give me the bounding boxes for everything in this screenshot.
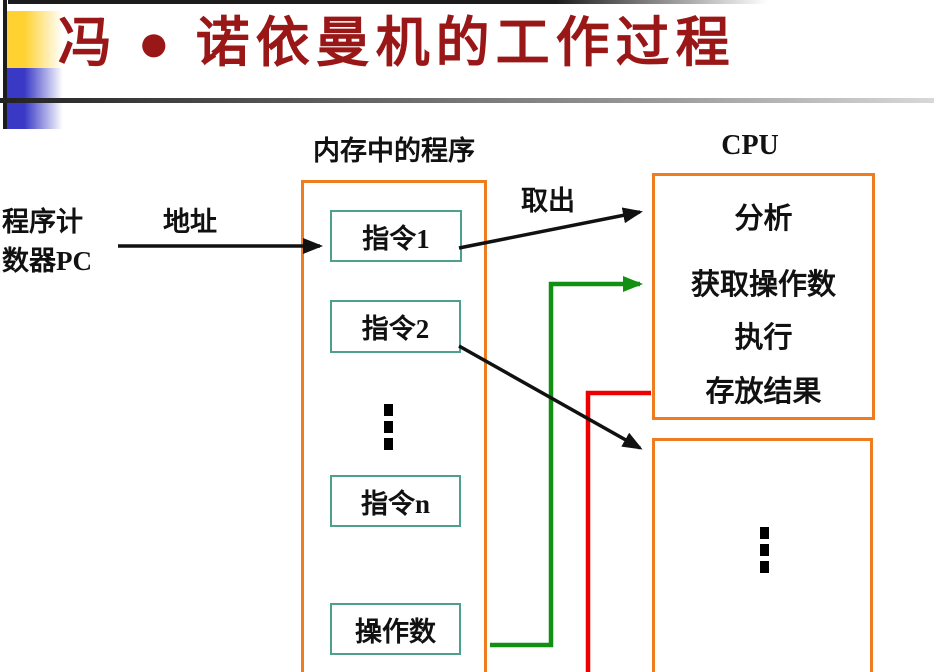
instruction-n-cell: 指令n — [330, 475, 461, 527]
memory-vertical-ellipsis-icon — [384, 404, 393, 450]
operand-fetch-arrow — [490, 276, 643, 648]
instruction-1-cell: 指令1 — [330, 210, 462, 262]
address-arrow-label: 地址 — [163, 207, 217, 237]
slide-title: 冯 ● 诺依曼机的工作过程 — [58, 13, 736, 73]
left-edge-line — [3, 0, 7, 129]
result-vertical-ellipsis-icon — [760, 527, 769, 573]
operand-cell: 操作数 — [330, 603, 461, 655]
cpu-step-analyze: 分析 — [734, 203, 793, 235]
cpu-step-execute: 执行 — [734, 322, 793, 354]
pc-counter-line2: 数器PC — [2, 246, 92, 277]
pc-counter-line1: 程序计 — [2, 207, 83, 237]
title-divider-line — [0, 98, 934, 103]
fetch-arrow-label: 取出 — [521, 186, 575, 216]
cpu-title-label: CPU — [721, 130, 779, 161]
store-result-line — [585, 390, 651, 672]
instruction-2-cell: 指令2 — [330, 300, 461, 353]
result-box — [652, 438, 873, 672]
cpu-box — [652, 173, 875, 420]
memory-title-label: 内存中的程序 — [313, 136, 475, 166]
cpu-step-store-result: 存放结果 — [705, 376, 822, 408]
cpu-step-get-operand: 获取操作数 — [690, 269, 836, 301]
top-edge-line — [8, 0, 768, 4]
pc-counter-label: 程序计 数器PC — [2, 203, 124, 281]
yellow-accent-bar — [7, 11, 65, 68]
